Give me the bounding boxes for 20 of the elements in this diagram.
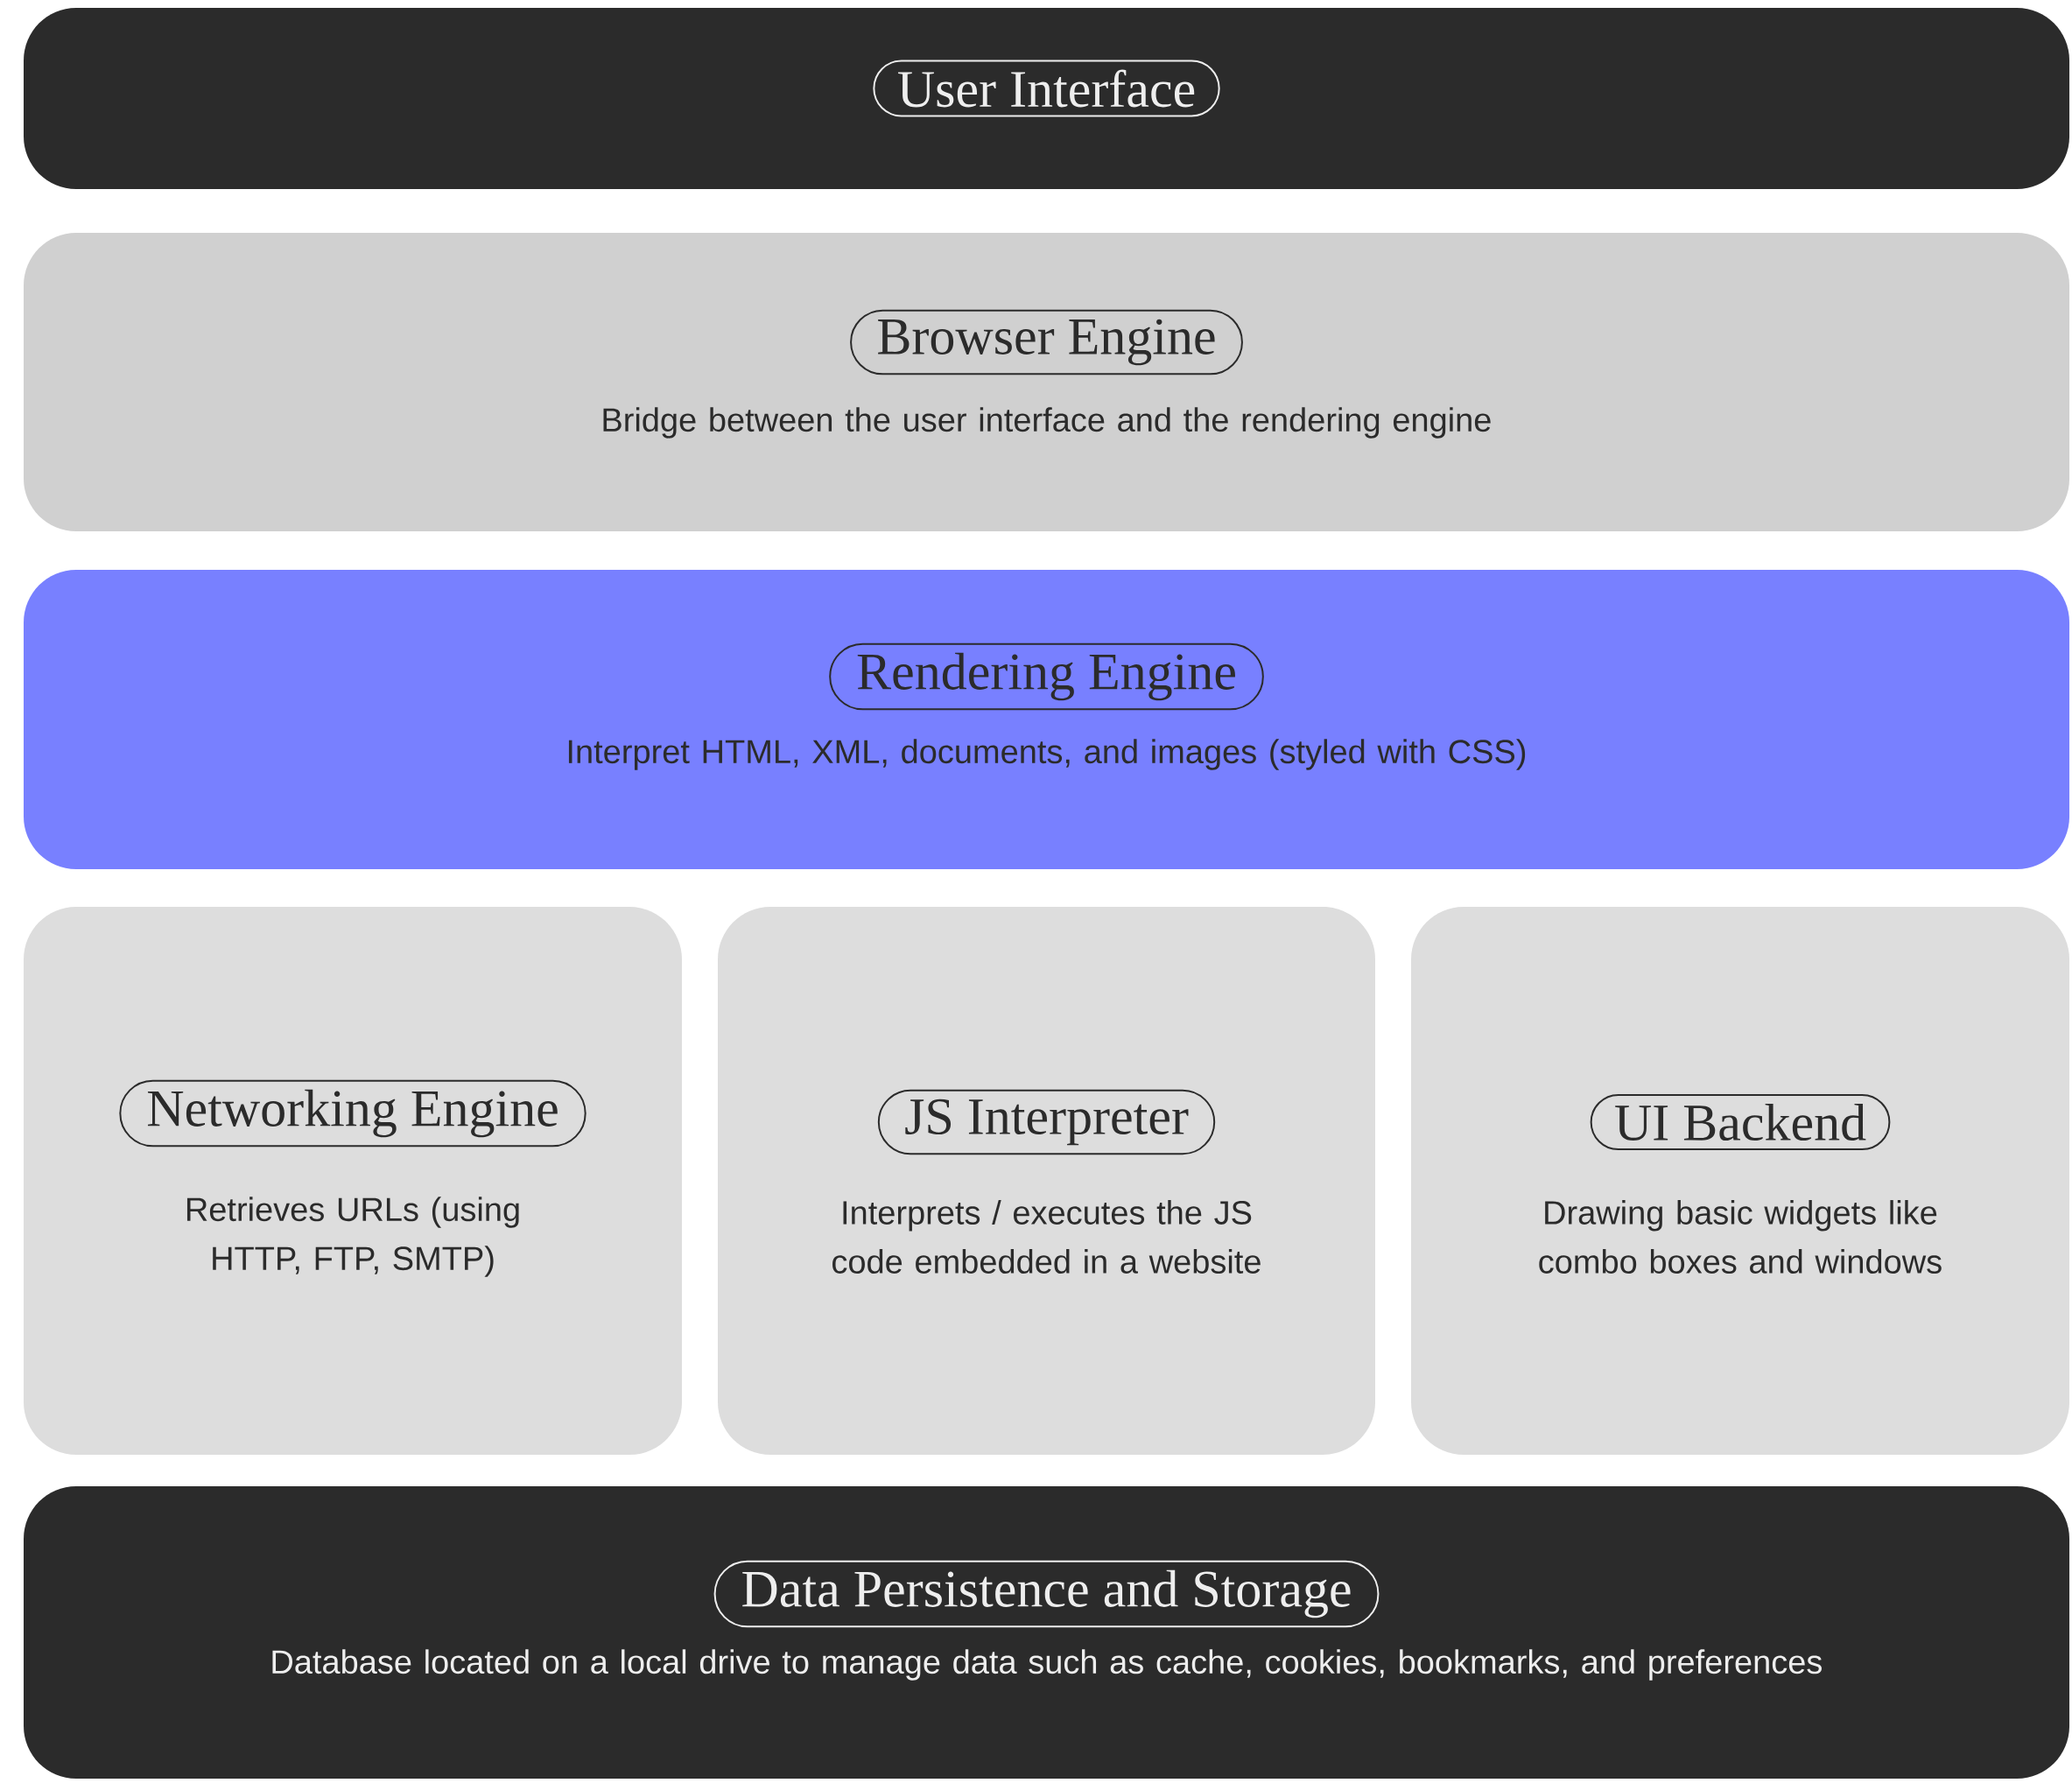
description-text: Interpret HTML, XML, documents, and images (styled with CSS) [568,739,1526,770]
description-text: Interprets / executes the JS code embedded in a website [832,1200,1261,1274]
title-pill: User Interface [873,60,1220,117]
title-pill: Networking Engine [119,1079,586,1148]
description-text: Retrieves URLs (using HTTP, FTP, SMTP) [186,1197,519,1277]
description-text: Bridge between the user interface and the rendering engine [603,407,1491,439]
title-pill: Data Persistence and Storage [713,1560,1380,1628]
layer-box [24,233,2069,531]
layer-box [24,570,2069,869]
title-pill: JS Interpreter [877,1089,1216,1155]
description-text: Drawing basic widgets like combo boxes and windows [1539,1200,1942,1274]
layer-box [24,907,682,1455]
layer-box [718,907,1375,1455]
layer-box [24,1486,2069,1779]
title-pill: Browser Engine [850,309,1243,376]
title-pill: Rendering Engine [829,642,1264,711]
layer-box [24,8,2069,189]
layer-box [1411,907,2069,1455]
description-text: Database located on a local drive to manage data such as cache, cookies, bookmarks, and preferences [272,1649,1822,1681]
title-pill: UI Backend [1590,1093,1891,1151]
